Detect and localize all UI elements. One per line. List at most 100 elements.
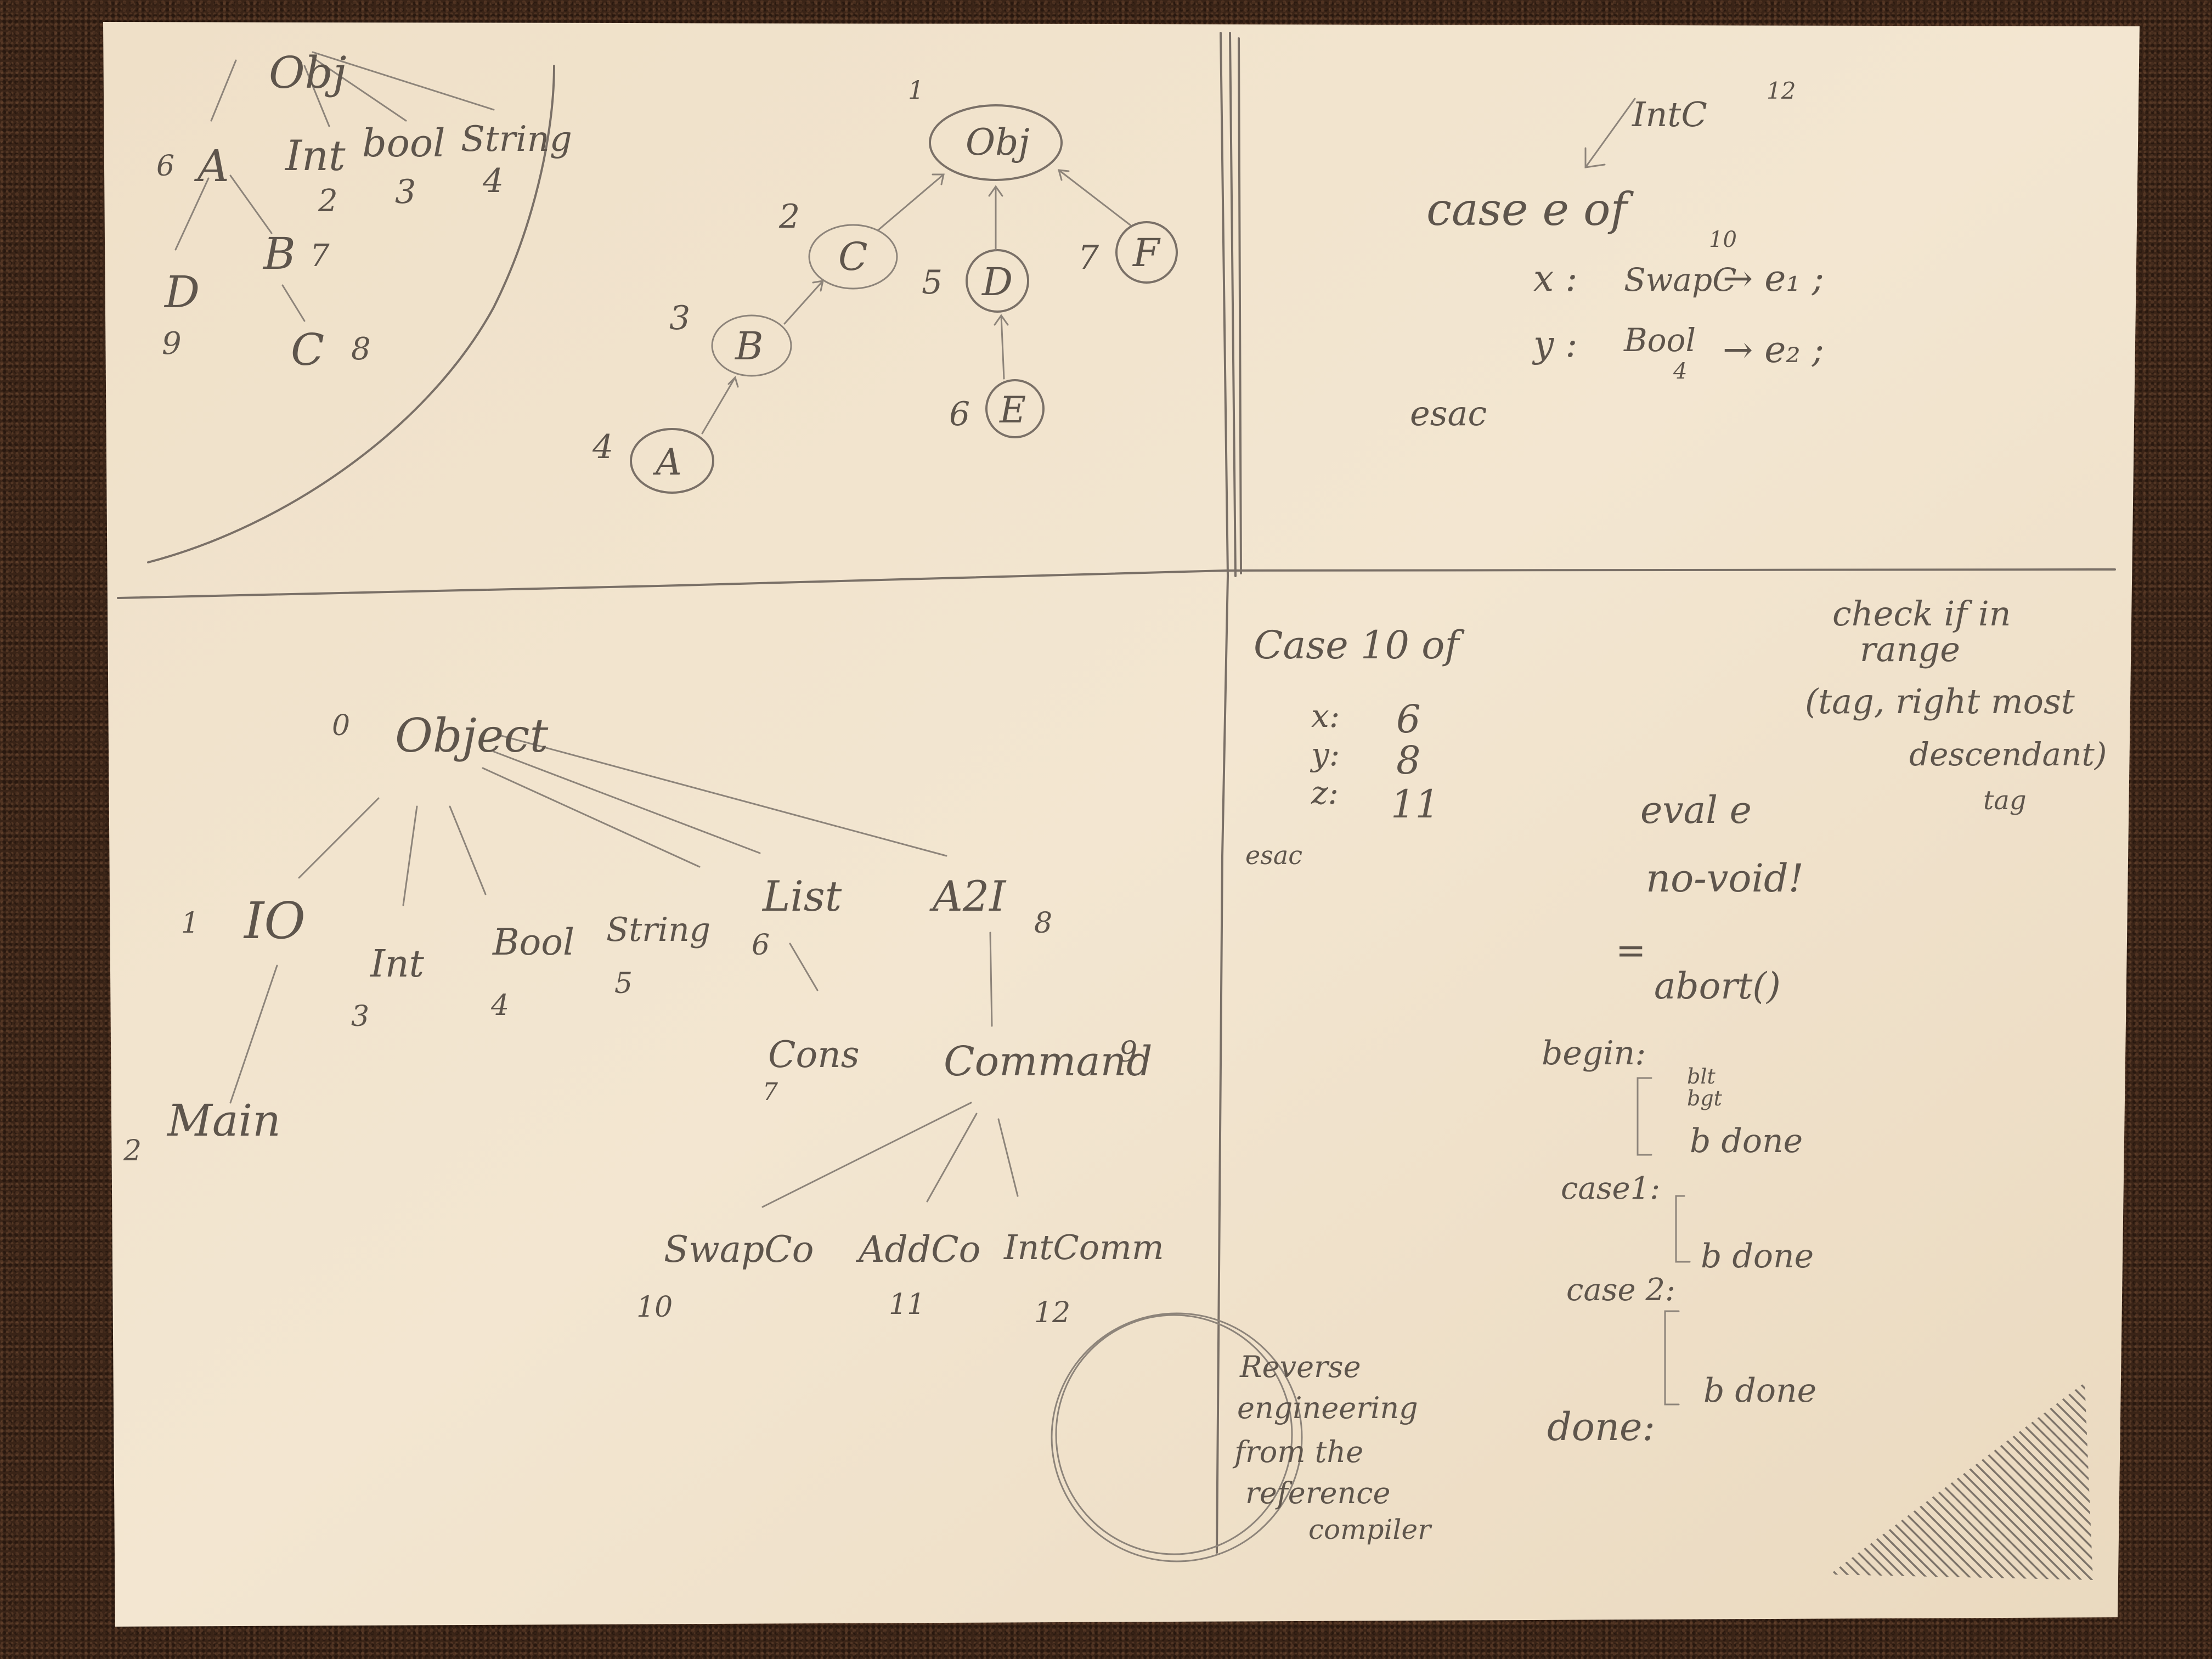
q5-note-line2: range: [1860, 629, 1960, 669]
q2-node-d: D: [981, 259, 1013, 304]
q5-circle-line1: Reverse: [1239, 1350, 1361, 1384]
q4-num-addco: 11: [889, 1288, 925, 1321]
q5-line1: Case 10 of: [1254, 623, 1465, 668]
q5-var-z: z:: [1311, 774, 1339, 811]
q5-note-line5: tag: [1983, 785, 2027, 816]
q3-sup10: 10: [1709, 227, 1737, 252]
q5-case1: case1:: [1561, 1171, 1660, 1206]
q5-codegen-notes: Case 10 of x: 6 y: 8 z: 11 esac check if…: [1051, 594, 2107, 1562]
q3-branch1-var: x :: [1533, 257, 1577, 300]
shaded-corner: [1830, 1383, 2093, 1580]
q5-eq: =: [1616, 929, 1646, 972]
q1-node-string: String: [461, 119, 572, 160]
q2-node-a: A: [652, 441, 682, 483]
q1-node-c: C: [291, 324, 324, 375]
q4-node-bool: Bool: [492, 921, 574, 963]
q1-node-int: Int: [284, 131, 346, 180]
quadrant-dividers: [117, 32, 2116, 1554]
q4-node-addco: AddCo: [855, 1228, 980, 1271]
q3-case-expression: IntC 12 case e of 10 x : SwapC → e₁ ; y …: [1410, 77, 1824, 433]
q5-val-x: 6: [1396, 697, 1421, 742]
q4-node-intcomm: IntComm: [1003, 1227, 1164, 1267]
q1-node-b: B: [262, 228, 296, 279]
q1-num-c: 8: [351, 331, 371, 367]
q3-ann-intc: IntC: [1632, 94, 1707, 134]
q4-node-command: Command: [944, 1038, 1153, 1085]
q2-num-f: 7: [1078, 239, 1099, 277]
q3-branch1-type: SwapC: [1624, 261, 1736, 298]
q3-line1: case e of: [1426, 184, 1634, 236]
q5-novoid: no-void!: [1646, 856, 1804, 901]
q4-node-a2i: A2I: [929, 872, 1007, 921]
q5-var-x: x:: [1311, 697, 1340, 735]
q4-class-tree: 0 Object IO 1 Int 3 Bool 4 String 5 List…: [123, 709, 1164, 1329]
q5-b-done2: b done: [1701, 1237, 1814, 1276]
q5-b-done1: b done: [1690, 1122, 1803, 1160]
q1-node-a: A: [194, 140, 229, 191]
q5-eval: eval e: [1640, 789, 1752, 832]
q3-sub4: 4: [1673, 359, 1687, 384]
q2-num-b: 3: [669, 299, 690, 337]
q5-val-y: 8: [1396, 738, 1421, 783]
q4-node-io: IO: [243, 891, 306, 950]
q1-num-int: 2: [318, 183, 338, 219]
q4-num-swapco: 10: [636, 1291, 673, 1324]
q5-circle-line5: compiler: [1308, 1514, 1432, 1545]
q1-root: Obj: [269, 47, 347, 98]
q4-num-command: 9: [1119, 1036, 1137, 1069]
q4-root: Object: [395, 709, 548, 763]
q5-note-line1: check if in: [1832, 594, 2011, 634]
q4-num-int: 3: [351, 1000, 369, 1033]
q4-num-intcomm: 12: [1034, 1296, 1070, 1329]
q2-node-c: C: [838, 234, 868, 279]
q1-class-tree: Obj A 6 Int 2 bool 3 String 4 B 7 D 9 C …: [147, 47, 572, 563]
q2-num-a: 4: [592, 428, 613, 466]
q2-node-e: E: [999, 389, 1026, 431]
q4-node-int: Int: [369, 943, 425, 986]
bracket-icon: [1637, 1077, 1652, 1156]
q4-node-string: String: [606, 911, 710, 949]
q1-num-d: 9: [162, 326, 182, 362]
q5-var-y: y:: [1310, 736, 1340, 773]
q4-num-main: 2: [123, 1135, 142, 1167]
q1-node-d: D: [163, 267, 200, 318]
q5-abort: abort(): [1654, 965, 1781, 1007]
paper-sheet: [103, 22, 2140, 1627]
bracket-icon: [1675, 1195, 1691, 1263]
q2-inheritance-graph: 1 Obj C 2 B 3 A 4 D 5 E 6 F 7: [592, 75, 1178, 494]
q5-val-z: 11: [1391, 782, 1440, 827]
q5-note-line3: (tag, right most: [1805, 681, 2075, 721]
q5-b-done3: b done: [1703, 1372, 1816, 1410]
q3-branch2-var: y :: [1532, 323, 1578, 365]
q4-num-list: 6: [752, 929, 770, 962]
q4-node-swapco: SwapCo: [664, 1228, 814, 1271]
q1-num-bool: 3: [395, 173, 416, 211]
q4-num-io: 1: [181, 907, 199, 940]
q3-branch2-type: Bool: [1623, 321, 1696, 359]
q5-circle-line4: reference: [1245, 1476, 1390, 1510]
q5-note-line4: descendant): [1909, 736, 2107, 773]
q4-node-main: Main: [166, 1095, 281, 1146]
q2-node-b: B: [734, 324, 763, 369]
q4-num-string: 5: [614, 967, 633, 1000]
q5-end: esac: [1245, 840, 1302, 870]
q3-branch1-expr: → e₁ ;: [1723, 257, 1824, 300]
q1-num-b: 7: [310, 238, 330, 274]
bracket-icon: [1664, 1310, 1680, 1406]
q2-node-f: F: [1132, 230, 1161, 275]
q4-num-a2i: 8: [1034, 907, 1052, 940]
q5-case2: case 2:: [1566, 1272, 1675, 1308]
q5-circle-line3: from the: [1232, 1435, 1363, 1469]
q4-num-cons: 7: [763, 1078, 778, 1106]
q3-branch2-expr: → e₂ ;: [1723, 329, 1824, 371]
q5-blt: blt: [1687, 1064, 1716, 1088]
q3-end: esac: [1410, 393, 1487, 433]
q2-num-c: 2: [778, 198, 800, 236]
q2-num-d: 5: [922, 263, 943, 302]
q2-root: Obj: [966, 121, 1030, 163]
q3-ann-12: 12: [1767, 77, 1796, 104]
q5-circle-line2: engineering: [1237, 1391, 1418, 1425]
q4-node-list: List: [761, 872, 842, 921]
q1-node-bool: bool: [362, 121, 445, 166]
